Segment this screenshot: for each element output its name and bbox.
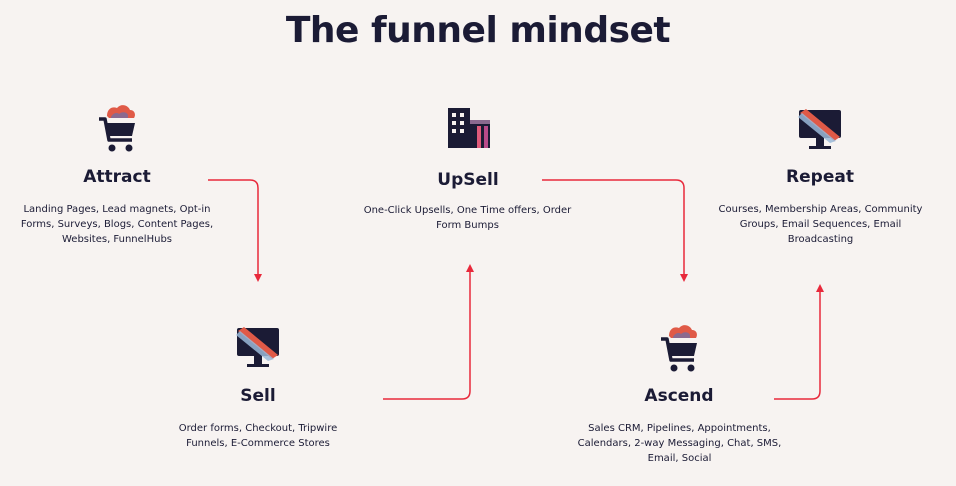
monitor-icon — [798, 109, 841, 149]
stage-description: Sales CRM, Pipelines, Appointments, Cale… — [577, 423, 782, 464]
shopping-cart-icon — [99, 105, 135, 152]
stage-description: Landing Pages, Lead magnets, Opt-in Form… — [20, 204, 214, 245]
page-title: The funnel mindset — [285, 10, 671, 51]
stage-title: UpSell — [437, 170, 499, 190]
monitor-icon — [236, 327, 279, 367]
arrow-sell-to-upsell — [383, 264, 474, 400]
stage-description: Order forms, Checkout, Tripwire Funnels,… — [178, 423, 338, 449]
arrow-attract-to-sell — [208, 179, 262, 282]
arrow-upsell-to-ascend — [542, 179, 688, 282]
stage-description: Courses, Membership Areas, Community Gro… — [718, 204, 923, 245]
stage-description: One-Click Upsells, One Time offers, Orde… — [363, 205, 572, 231]
stage-title: Sell — [240, 386, 276, 406]
buildings-icon — [448, 108, 490, 148]
arrow-ascend-to-repeat — [774, 284, 824, 400]
stage-title: Attract — [83, 167, 151, 187]
stage-title: Repeat — [786, 167, 854, 187]
shopping-cart-icon — [661, 325, 697, 372]
stage-title: Ascend — [644, 386, 714, 406]
